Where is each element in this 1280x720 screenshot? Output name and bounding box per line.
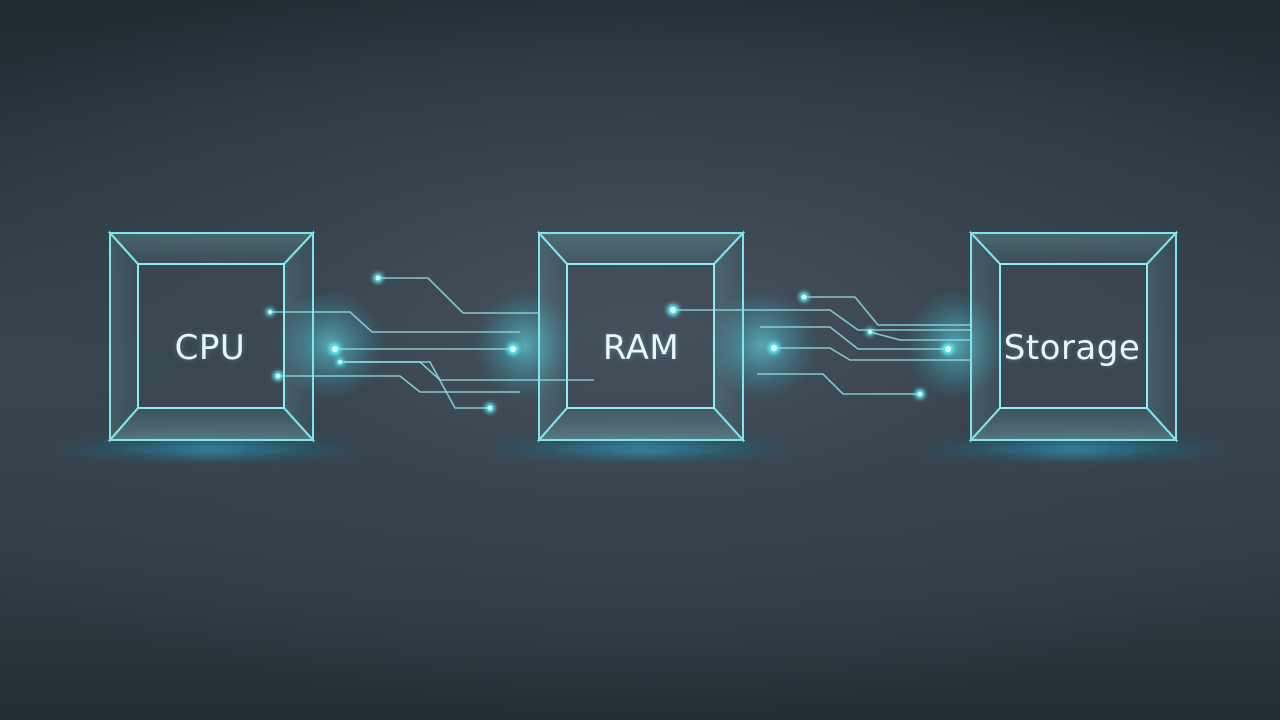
cpu-label: CPU [174,328,246,368]
ram-block [536,230,746,443]
trace [378,277,539,314]
cpu-ram-traces [270,277,594,409]
trace [760,326,948,350]
trace [804,296,971,326]
storage-block [968,230,1179,443]
trace [278,375,520,393]
ram-label: RAM [602,328,680,368]
trace [774,347,971,361]
trace [340,361,490,409]
floor-glows [40,439,1244,459]
node-cores [268,275,951,411]
cpu-floor-glow [40,439,380,459]
trace [673,309,971,331]
ram-storage-traces [673,296,971,395]
storage-floor-glow [904,439,1244,459]
storage-label: Storage [1003,328,1141,368]
trace [869,331,971,341]
trace [270,311,520,333]
cpu-block [107,230,316,443]
ram-floor-glow [471,439,811,459]
trace-nodes [266,273,954,413]
trace [757,373,920,395]
